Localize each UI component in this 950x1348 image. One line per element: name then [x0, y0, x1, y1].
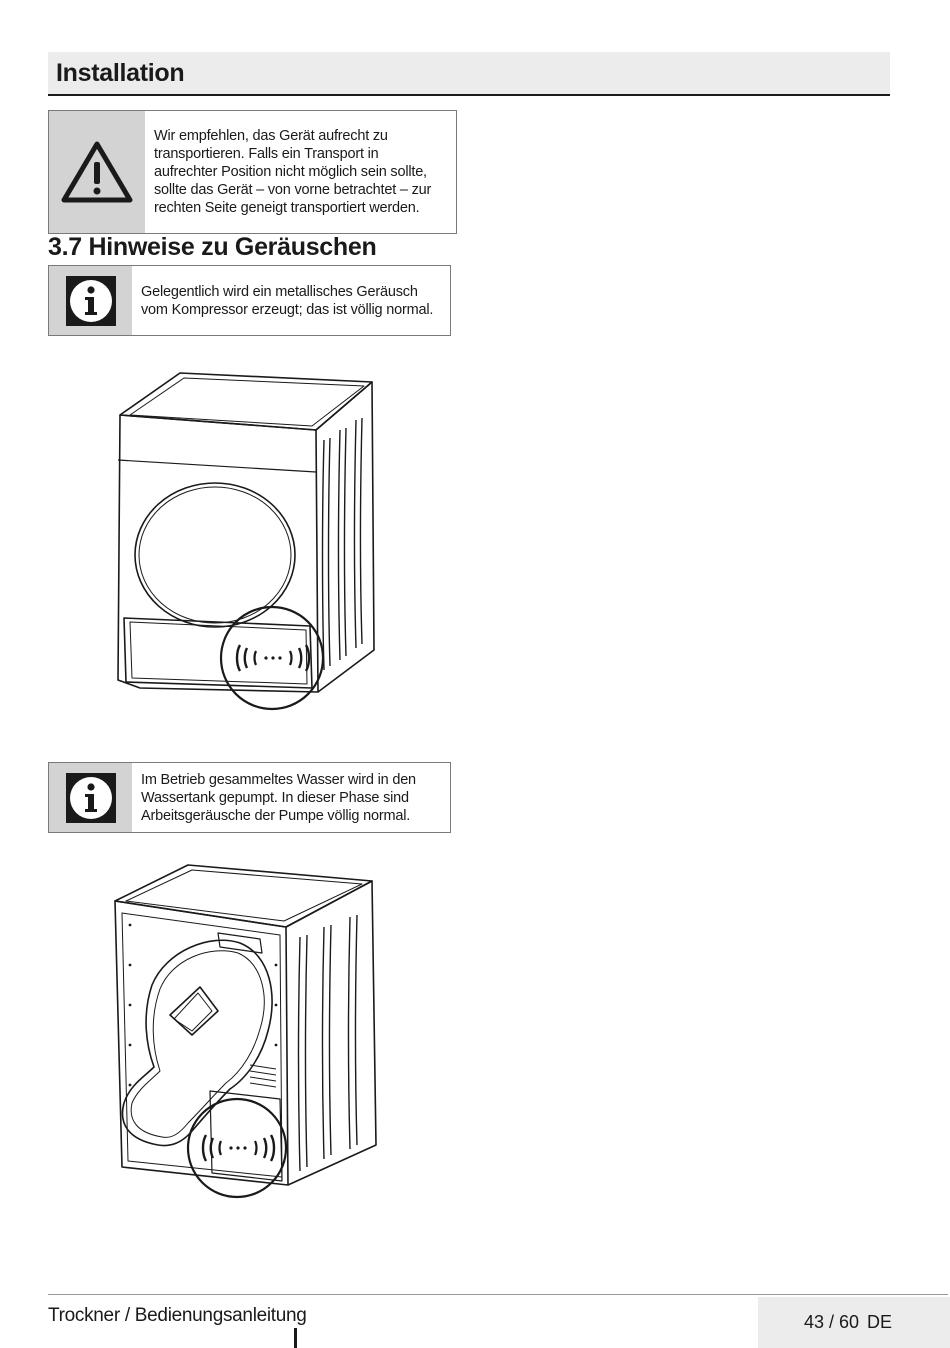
footer-page-box: 43 / 60 DE — [758, 1297, 950, 1348]
dryer-open-illustration — [114, 864, 377, 1199]
info-icon — [65, 772, 116, 823]
section-header: Installation — [48, 52, 890, 96]
info-text-content: Im Betrieb gesammeltes Wasser wird in de… — [141, 771, 416, 824]
footer-divider — [48, 1294, 948, 1295]
section-heading: 3.7 Hinweise zu Geräuschen — [48, 233, 377, 261]
info-icon-cell — [49, 763, 132, 832]
page-number: 43 / 60 — [803, 1312, 859, 1332]
info-text-content: Gelegentlich wird ein metallisches Geräu… — [141, 283, 434, 318]
warning-triangle-icon — [61, 141, 133, 203]
footer-doc-title: Trockner / Bedienungsanleitung — [48, 1305, 307, 1326]
info-notice-pump: Im Betrieb gesammeltes Wasser wird in de… — [48, 762, 451, 833]
page-title: Installation — [56, 59, 185, 87]
warning-text: Wir empfehlen, das Gerät aufrecht zu tra… — [154, 111, 450, 233]
dryer-front-illustration — [117, 372, 375, 711]
info-text: Gelegentlich wird ein metallisches Geräu… — [141, 266, 444, 335]
warning-notice: Wir empfehlen, das Gerät aufrecht zu tra… — [48, 110, 457, 234]
footer-marker — [294, 1328, 297, 1348]
info-notice-compressor: Gelegentlich wird ein metallisches Geräu… — [48, 265, 451, 336]
language-code: DE — [866, 1312, 892, 1332]
info-text: Im Betrieb gesammeltes Wasser wird in de… — [141, 763, 444, 832]
info-icon-cell — [49, 266, 132, 335]
info-icon — [65, 275, 116, 326]
warning-text-content: Wir empfehlen, das Gerät aufrecht zu tra… — [154, 128, 432, 216]
warning-icon-cell — [49, 111, 145, 233]
